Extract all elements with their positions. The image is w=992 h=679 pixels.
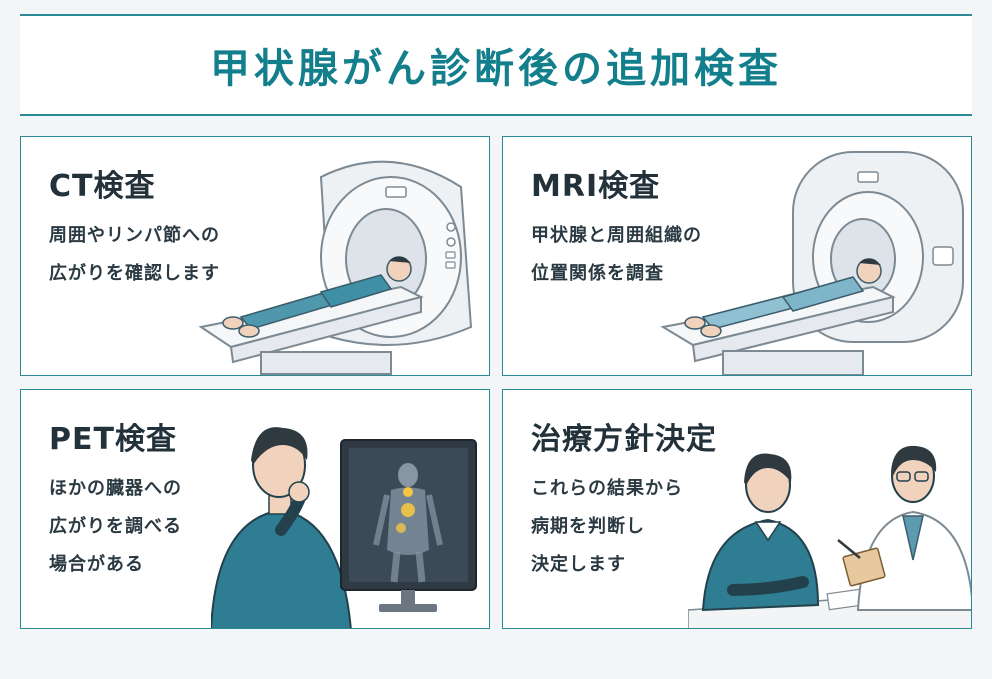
card-ct-desc: 周囲やリンパ節への 広がりを確認します xyxy=(49,225,220,284)
card-treatment-desc: これらの結果から 病期を判断し 決定します xyxy=(531,478,683,575)
card-pet: PET検査 ほかの臓器への 広がりを調べる 場合がある xyxy=(20,389,490,629)
card-pet-desc: ほかの臓器への 広がりを調べる 場合がある xyxy=(49,478,182,575)
card-mri-desc: 甲状腺と周囲組織の 位置関係を調査 xyxy=(531,225,702,284)
card-mri: MRI検査 甲状腺と周囲組織の 位置関係を調査 xyxy=(502,136,972,376)
card-ct: CT検査 周囲やリンパ節への 広がりを確認します xyxy=(20,136,490,376)
card-treatment-heading: 治療方針決定 xyxy=(531,422,717,457)
card-mri-heading: MRI検査 xyxy=(531,169,661,204)
mri-scanner-illustration xyxy=(660,151,964,375)
ct-scanner-illustration xyxy=(198,160,473,375)
page-title: 甲状腺がん診断後の追加検査 xyxy=(210,46,782,92)
title-band: 甲状腺がん診断後の追加検査 xyxy=(20,14,972,116)
consultation-illustration xyxy=(688,445,971,628)
pet-illustration xyxy=(211,427,477,628)
card-pet-heading: PET検査 xyxy=(49,422,177,457)
card-treatment: 治療方針決定 これらの結果から 病期を判断し 決定します xyxy=(502,389,972,629)
card-ct-heading: CT検査 xyxy=(49,169,156,204)
